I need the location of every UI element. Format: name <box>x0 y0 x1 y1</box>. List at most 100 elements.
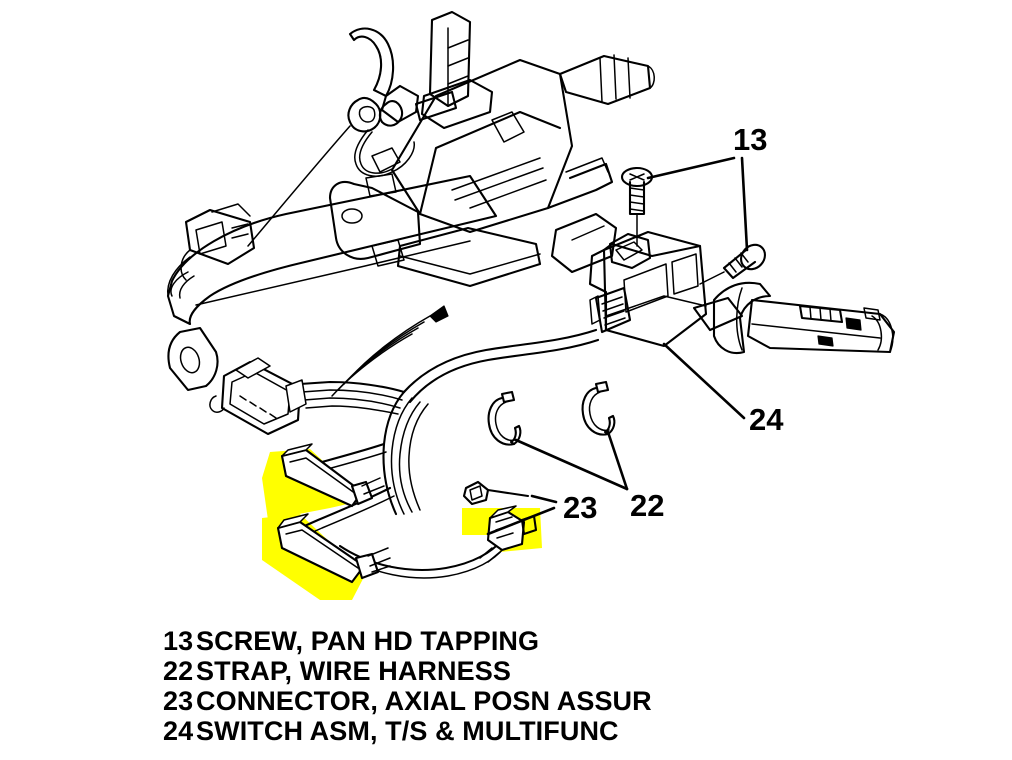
axial-posn-assur-connector-top <box>489 505 517 519</box>
screw-2-axis <box>699 271 725 285</box>
leader-22-left <box>514 438 629 491</box>
steering-column-assembly <box>166 10 655 392</box>
column-shaft-right <box>558 54 652 106</box>
housing-flange-hole-left <box>341 208 363 224</box>
legend-number-24: 24 <box>163 716 194 746</box>
harness-trunk-upper-2 <box>408 338 600 404</box>
column-side-connector-top <box>211 203 251 217</box>
multifunction-switch-assembly <box>588 230 896 355</box>
leader-13-right <box>740 156 749 252</box>
switch-lever-sleeve <box>712 281 772 355</box>
callout-22: 22 <box>630 488 664 523</box>
leader-22-right <box>606 430 629 491</box>
harness-to-left-block-d <box>305 405 399 415</box>
column-housing-ridge-a <box>451 157 541 191</box>
column-internal-wire <box>247 125 351 247</box>
column-bracket-lower-edge <box>399 253 541 275</box>
legend-text-13: SCREW, PAN HD TAPPING <box>196 626 540 656</box>
column-wire-loop <box>354 129 415 177</box>
switch-lever-stalk <box>692 296 744 332</box>
callout-13: 13 <box>733 122 767 157</box>
switch-lever-tube-seam <box>751 323 881 339</box>
column-jacket-tube <box>166 174 498 326</box>
switch-mid-rib-b <box>671 253 699 295</box>
column-dogleg-tab <box>371 147 401 173</box>
harness-to-left-block-b <box>301 389 403 401</box>
wiring-harness <box>298 305 600 579</box>
column-housing-ridge-c <box>469 179 547 209</box>
switch-left-tab <box>589 295 601 325</box>
column-pivot-boss-inner <box>358 105 376 123</box>
switch-lever-collar <box>798 304 844 324</box>
leader-24 <box>662 342 746 420</box>
legend-text-22: STRAP, WIRE HARNESS <box>196 656 511 686</box>
lower-ribbon-connector-face <box>285 529 359 569</box>
lower-ribbon-connector-top <box>277 513 309 529</box>
legend-number-22: 22 <box>163 656 194 686</box>
pan-head-tapping-screws <box>620 166 766 285</box>
switch-lever-tube-tip <box>879 313 894 353</box>
legend-number-13: 13 <box>163 626 194 656</box>
upper-ribbon-connector-face <box>289 457 357 495</box>
harness-bundle-b <box>390 397 413 515</box>
tilt-lever-hook <box>348 27 395 98</box>
harness-bundle-c <box>398 401 421 513</box>
switch-lever-tube-tip-2 <box>871 315 883 351</box>
small-clip-connector-slot <box>469 485 483 501</box>
leader-lines <box>486 156 749 536</box>
axial-posn-assur-connector-wire <box>479 547 501 563</box>
left-connector-block-top-rail <box>235 357 271 379</box>
strap-right-body <box>581 386 610 436</box>
small-clip-connector-lead <box>486 488 530 498</box>
callout-numbers: 13 24 22 23 <box>563 122 784 525</box>
upper-ribbon-connector-wire-entry <box>361 477 385 495</box>
strap-left-tail <box>509 424 522 446</box>
strap-left-body-inner <box>494 401 516 442</box>
left-connector-block-pins <box>239 395 277 419</box>
switch-upper-bracket-notch <box>615 241 643 261</box>
column-side-connector-pins <box>231 223 249 239</box>
column-side-connector-tail <box>180 249 191 281</box>
switch-lever-knob <box>863 307 881 321</box>
harness-branch-to-lower-connector <box>298 486 392 530</box>
column-mount-lug <box>167 326 219 392</box>
column-pivot-boss-2 <box>378 99 404 127</box>
strap-right-tail <box>603 414 616 436</box>
left-connector-block-latch <box>209 395 225 413</box>
small-clip-connector <box>462 480 490 506</box>
legend-number-23: 23 <box>163 686 194 716</box>
harness-trunk-upper <box>402 328 598 394</box>
column-pivot-boss <box>347 96 382 133</box>
strap-left-head <box>500 390 516 404</box>
harness-bundle-d <box>408 403 429 511</box>
screw-1-threads <box>629 187 645 212</box>
column-side-wire-2 <box>178 275 195 299</box>
switch-lever-sleeve-curve <box>735 287 743 351</box>
column-housing-vent <box>491 111 525 143</box>
upper-ribbon-connector-top <box>281 443 313 457</box>
leader-23 <box>530 494 558 504</box>
upper-ribbon-connector-end-cap <box>350 480 374 506</box>
strap-left-body <box>487 396 516 446</box>
harness-to-left-block-c <box>303 397 401 409</box>
screw-2-threads <box>728 252 749 273</box>
harness-fan-d <box>331 333 413 397</box>
callout-23: 23 <box>563 490 597 525</box>
leader-23-long <box>486 506 556 536</box>
column-wire-loop-2 <box>358 131 393 174</box>
wire-harness-straps <box>487 380 616 446</box>
column-collar-right <box>550 212 618 274</box>
switch-lever-button <box>845 317 862 331</box>
column-bracket-tongue <box>371 239 405 267</box>
switch-lever-detent <box>817 335 834 347</box>
switch-lower-lip <box>605 295 707 317</box>
ignition-blade-step-b <box>447 57 469 67</box>
harness-branch-to-lower-connector-2 <box>303 495 395 537</box>
switch-body-left-wing <box>588 248 608 332</box>
